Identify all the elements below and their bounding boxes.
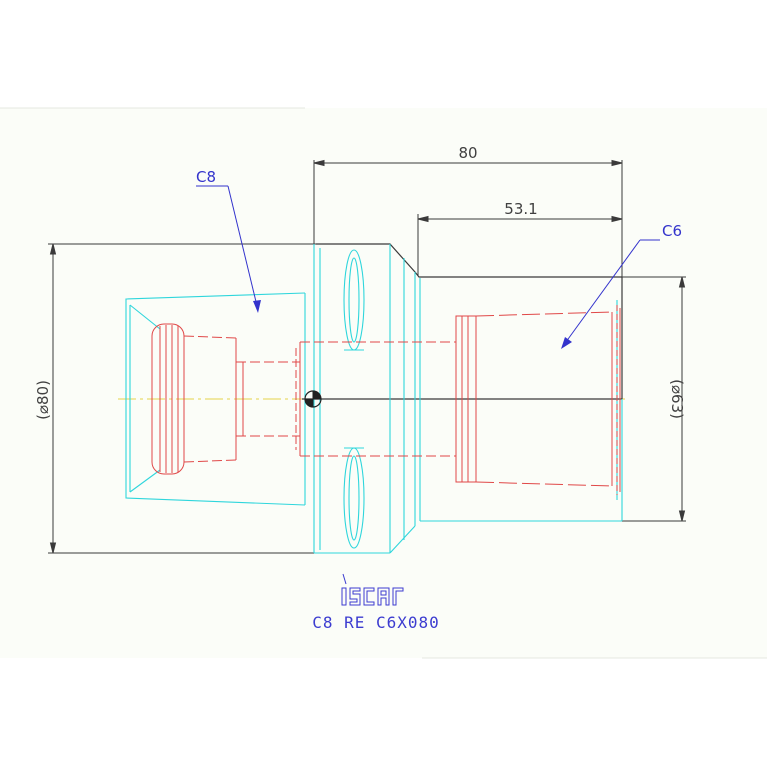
- callout-label-c6: C6: [662, 222, 682, 240]
- drawing-panel: [0, 108, 767, 658]
- iscar-logo-icon: [341, 573, 404, 606]
- dimension-label-53-1: 53.1: [504, 200, 537, 218]
- dimension-left-diameter: [48, 243, 316, 554]
- origin-marker: [304, 390, 322, 408]
- part-caption: C8 RE C6X080: [312, 613, 440, 632]
- callout-c6: [561, 239, 660, 349]
- dimension-label-80: 80: [458, 144, 477, 162]
- dimension-overall-length: [313, 159, 623, 278]
- dimension-right-diameter: [622, 276, 686, 522]
- dimension-c6-length: [417, 214, 623, 276]
- callout-label-c8: C8: [196, 168, 216, 186]
- dimension-label-dia-63: (⌀63): [668, 379, 686, 419]
- hidden-lines: [151, 305, 621, 495]
- dimension-label-dia-80: (⌀80): [34, 380, 52, 420]
- callout-c8: [196, 185, 261, 313]
